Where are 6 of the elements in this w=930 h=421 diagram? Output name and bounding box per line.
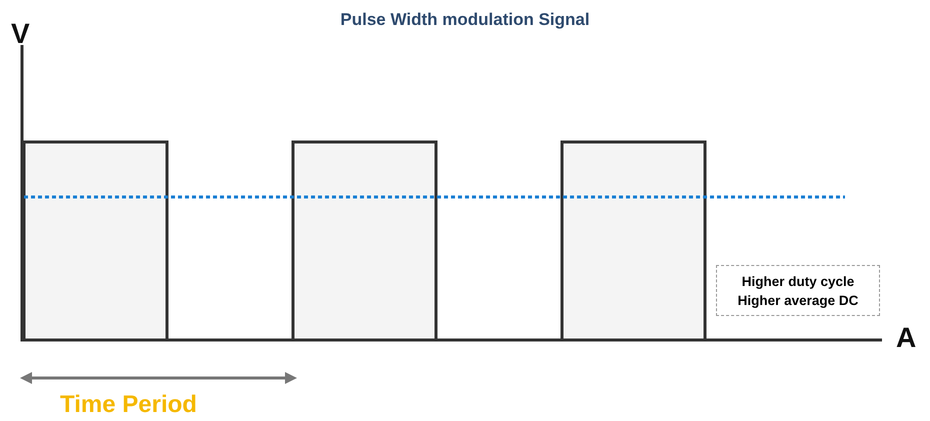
note-text: Higher duty cycle Higher average DC	[736, 272, 860, 310]
note-box	[716, 265, 880, 316]
axis-label: V	[11, 18, 30, 50]
dimension-label: Time Period	[60, 391, 197, 419]
title: Pulse Width modulation Signal	[339, 10, 591, 30]
axis-label: A	[896, 322, 916, 354]
